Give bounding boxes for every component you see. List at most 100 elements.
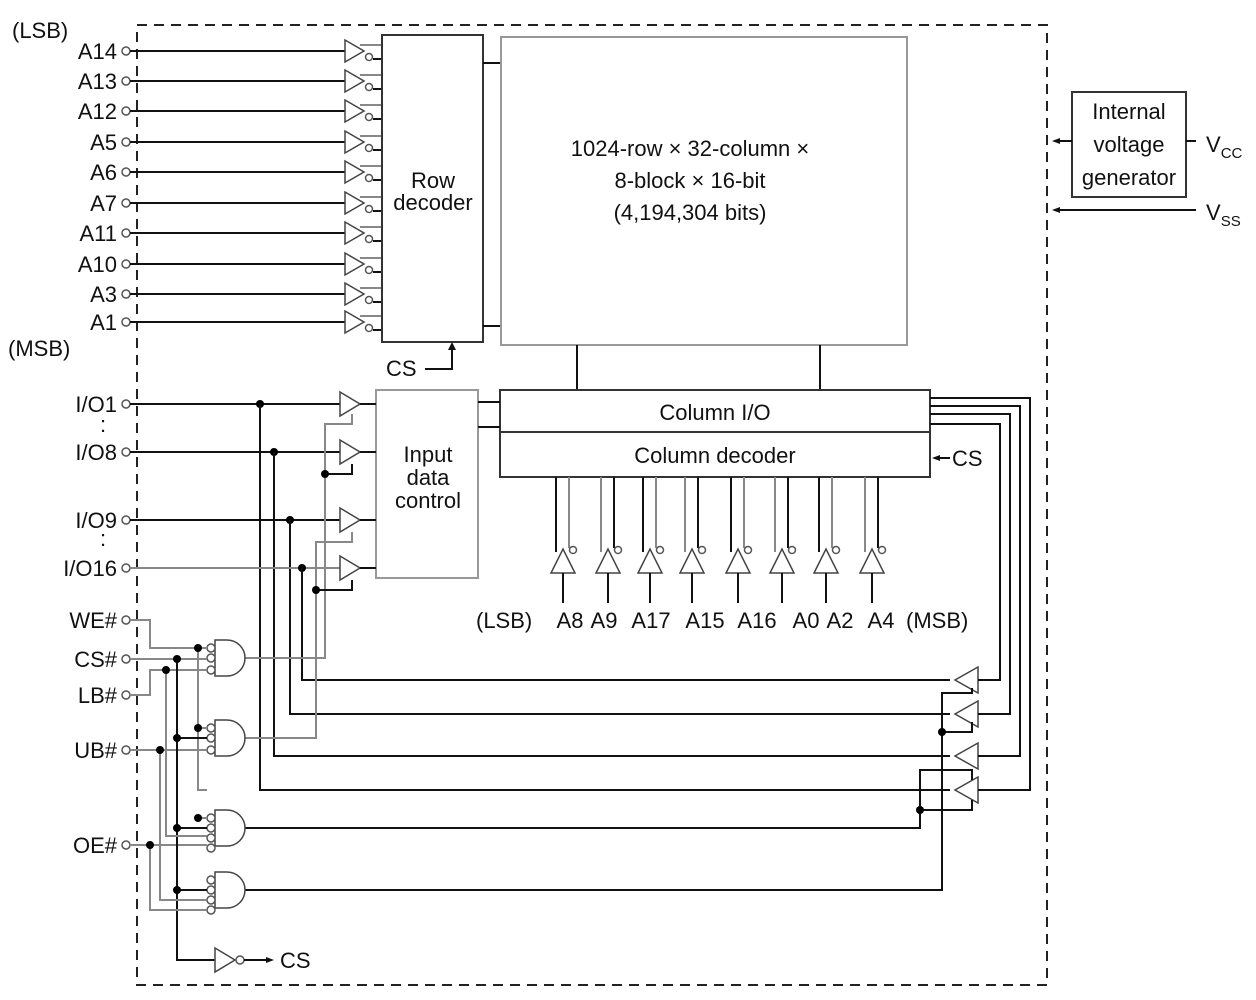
control-oe-pin[interactable] (121, 840, 131, 850)
control-pins: WE#CS#LB#UB#OE# (69, 608, 274, 974)
inverter-bubble-icon (206, 823, 216, 833)
we-wire (130, 619, 207, 649)
inverter-bubble-icon (364, 323, 374, 333)
inverter-bubble-icon (206, 875, 216, 885)
we-bus (197, 648, 207, 819)
inverter-bubble-icon (206, 733, 216, 743)
inverter-bubble-icon (364, 52, 374, 62)
output-enable-upper-byte (245, 769, 973, 829)
row-address-a13-pin[interactable] (121, 76, 131, 86)
voltage-generator-label-2: voltage (1094, 132, 1165, 157)
io-io1-pin[interactable] (121, 399, 131, 409)
arrow-icon (448, 342, 456, 350)
junction-dot (312, 586, 320, 594)
inverter-bubble-icon (877, 545, 887, 555)
inverter-bubble-icon (364, 173, 374, 183)
inverter-bubble-icon (655, 545, 665, 555)
output-wire (301, 568, 950, 681)
address-buffer-icon (344, 281, 366, 307)
inverter-bubble-icon (364, 204, 374, 214)
inverter-bubble-icon (206, 843, 216, 853)
row-address-a7-pin[interactable] (121, 198, 131, 208)
junction-dot (173, 886, 181, 894)
control-cs-pin[interactable] (121, 654, 131, 664)
inverter-bubble-icon (206, 885, 216, 895)
io-ellipsis-2: : (100, 526, 106, 551)
row-address-a6-pin[interactable] (121, 167, 131, 177)
io-io16-pin[interactable] (121, 563, 131, 573)
and-gate-icon (214, 809, 246, 847)
control-we-pin[interactable] (121, 615, 131, 625)
column-io-block (499, 389, 931, 433)
control-ub-pin[interactable] (121, 745, 131, 755)
and-gate-icon (214, 639, 246, 677)
io-io8-pin[interactable] (121, 447, 131, 457)
input-buffer-icon (339, 554, 362, 582)
io-io9-pin[interactable] (121, 515, 131, 525)
row-address-a1-pin[interactable] (121, 317, 131, 327)
inverter-bubble-icon (206, 895, 216, 905)
inverter-bubble-icon (613, 545, 623, 555)
output-buffer-icon (953, 699, 979, 729)
junction-dot (194, 814, 202, 822)
row-address-a3-label: A3 (90, 282, 117, 307)
address-buffer-icon (344, 190, 366, 216)
vss-label: VSS (1206, 200, 1241, 230)
inverter-bubble-icon (206, 905, 216, 915)
cs-output-label: CS (280, 948, 311, 973)
row-address-a11-pin[interactable] (121, 228, 131, 238)
io-io16-label: I/O16 (63, 556, 117, 581)
input-data-control-block (375, 389, 479, 579)
output-wire (273, 452, 950, 757)
row-msb-label: (MSB) (8, 336, 70, 361)
output-buffer-icon (953, 775, 979, 805)
output-buffer-icon (953, 665, 979, 695)
ub-bus (159, 750, 207, 901)
column-lsb-label: (LSB) (476, 608, 532, 633)
column-decoder-cs-label: CS (952, 446, 983, 471)
address-buffer-icon (344, 38, 366, 64)
inverter-bubble-icon (568, 545, 578, 555)
row-decoder-cs-label: CS (386, 356, 417, 381)
row-address-a14-pin[interactable] (121, 46, 131, 56)
junction-dot (938, 728, 946, 736)
junction-dot (173, 655, 181, 663)
and-gate-icon (214, 719, 246, 757)
memory-array-label-2: 8-block × 16-bit (614, 168, 765, 193)
junction-dot (916, 806, 924, 814)
column-address-a16-label: A16 (737, 608, 776, 633)
memory-array-block (500, 36, 908, 346)
column-io-label: Column I/O (659, 400, 770, 425)
inverter-bubble-icon (697, 545, 707, 555)
row-decoder-block (381, 34, 484, 343)
inverter-bubble-icon (831, 545, 841, 555)
input-data-control-label-3: control (395, 488, 461, 513)
inverter-bubble-icon (364, 234, 374, 244)
address-buffer-icon (344, 251, 366, 277)
inverter-bubble-icon (206, 833, 216, 843)
voltage-generator-block (1071, 91, 1187, 198)
output-return-wire (930, 405, 1021, 757)
voltage-generator-label-1: Internal (1092, 99, 1165, 124)
row-address-a3-pin[interactable] (121, 289, 131, 299)
control-lb-pin[interactable] (121, 690, 131, 700)
row-address-a10-pin[interactable] (121, 259, 131, 269)
inverter-bubble-icon (206, 723, 216, 733)
input-enable-upper-byte (245, 532, 353, 739)
arrow-icon (1052, 207, 1060, 213)
row-address-a12-pin[interactable] (121, 106, 131, 116)
junction-dot (194, 644, 202, 652)
row-decoder-to-array (483, 62, 501, 327)
output-return-wire (930, 413, 1011, 715)
column-address-a4-label: A4 (868, 608, 895, 633)
output-wire (259, 404, 950, 791)
input-buffer-icon (339, 390, 362, 418)
row-address-a5-pin[interactable] (121, 137, 131, 147)
inverter-bubble-icon (364, 143, 374, 153)
arrow-icon (1052, 138, 1060, 144)
vcc-label: VCC (1206, 132, 1243, 162)
inverter-bubble-icon (206, 813, 216, 823)
inverter-icon (214, 946, 237, 974)
